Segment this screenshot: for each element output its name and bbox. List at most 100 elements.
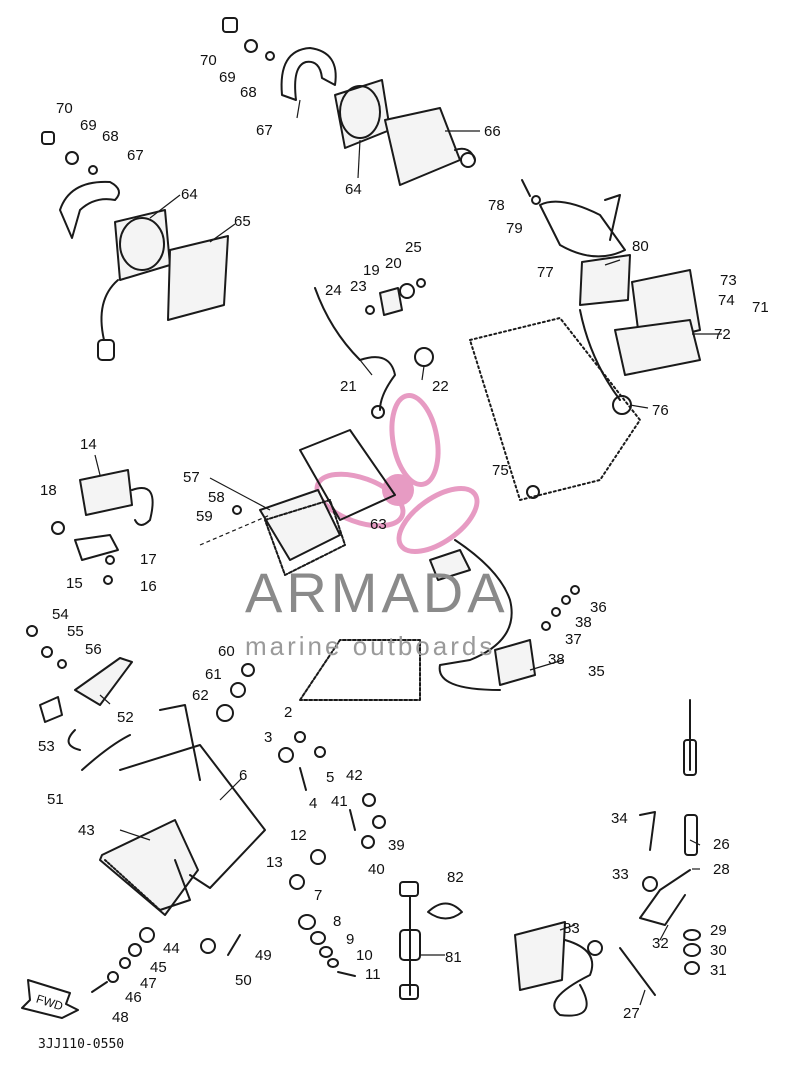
- callout-68: 68: [240, 84, 257, 101]
- callout-56: 56: [85, 641, 102, 658]
- callout-38: 38: [575, 614, 592, 631]
- bolt-12: [289, 849, 326, 890]
- callout-71: 71: [752, 299, 769, 316]
- fwd-direction-marker: FWD: [21, 979, 79, 1019]
- callout-19: 19: [363, 262, 380, 279]
- callout-54: 54: [52, 606, 69, 623]
- harness-right: [299, 539, 580, 701]
- callout-8: 8: [333, 913, 341, 930]
- callout-44: 44: [163, 940, 180, 957]
- leader-lines: [94, 99, 722, 1006]
- washer-stack-60: [216, 663, 255, 722]
- callout-78: 78: [488, 197, 505, 214]
- callout-49: 49: [255, 947, 272, 964]
- callout-74: 74: [718, 292, 735, 309]
- callout-64: 64: [345, 181, 362, 198]
- linkage-right-lower: [619, 699, 701, 996]
- callout-26: 26: [713, 836, 730, 853]
- callout-23: 23: [350, 278, 367, 295]
- callout-3: 3: [264, 729, 272, 746]
- callout-64: 64: [181, 186, 198, 203]
- callout-28: 28: [713, 861, 730, 878]
- control-unit-center: [232, 429, 396, 576]
- callout-69: 69: [219, 69, 236, 86]
- callout-42: 42: [346, 767, 363, 784]
- callout-79: 79: [506, 220, 523, 237]
- propeller-logo-icon: [314, 393, 480, 554]
- callout-38: 38: [548, 651, 565, 668]
- callout-17: 17: [140, 551, 157, 568]
- callout-22: 22: [432, 378, 449, 395]
- callout-18: 18: [40, 482, 57, 499]
- callout-45: 45: [150, 959, 167, 976]
- callout-10: 10: [356, 947, 373, 964]
- callout-48: 48: [112, 1009, 129, 1026]
- callout-37: 37: [565, 631, 582, 648]
- callout-55: 55: [67, 623, 84, 640]
- callout-73: 73: [720, 272, 737, 289]
- callout-41: 41: [331, 793, 348, 810]
- callout-59: 59: [196, 508, 213, 525]
- cover-assembly-top: [222, 17, 476, 186]
- callout-12: 12: [290, 827, 307, 844]
- callout-60: 60: [218, 643, 235, 660]
- callout-51: 51: [47, 791, 64, 808]
- fastener-stack-lower: [91, 927, 241, 993]
- fwd-label: FWD: [34, 992, 65, 1014]
- callout-53: 53: [38, 738, 55, 755]
- callout-31: 31: [710, 962, 727, 979]
- callout-52: 52: [117, 709, 134, 726]
- callout-68: 68: [102, 128, 119, 145]
- callout-65: 65: [234, 213, 251, 230]
- callout-57: 57: [183, 469, 200, 486]
- fuse-holder: [399, 881, 463, 1000]
- callout-4: 4: [309, 795, 317, 812]
- callout-6: 6: [239, 767, 247, 784]
- callout-16: 16: [140, 578, 157, 595]
- callout-13: 13: [266, 854, 283, 871]
- callout-81: 81: [445, 949, 462, 966]
- callout-39: 39: [388, 837, 405, 854]
- callout-30: 30: [710, 942, 727, 959]
- callout-66: 66: [484, 123, 501, 140]
- callout-11: 11: [365, 966, 381, 983]
- washer-stack-7: [298, 914, 356, 977]
- drawing-code: 3JJ110-0550: [38, 1037, 124, 1052]
- callout-32: 32: [652, 935, 669, 952]
- callout-76: 76: [652, 402, 669, 419]
- callout-62: 62: [192, 687, 209, 704]
- callout-70: 70: [56, 100, 73, 117]
- callout-14: 14: [80, 436, 97, 453]
- callout-75: 75: [492, 462, 509, 479]
- fasteners-center: [278, 731, 386, 849]
- callout-21: 21: [340, 378, 357, 395]
- callouts: 70 69 68 67 64 66 70 69 68 67 64 65 78 7…: [38, 52, 769, 1026]
- callout-2: 2: [284, 704, 292, 721]
- callout-67: 67: [256, 122, 273, 139]
- cover-assembly-left: [41, 131, 229, 361]
- callout-5: 5: [326, 769, 334, 786]
- watermark-tagline: marine outboards: [245, 631, 495, 661]
- callout-80: 80: [632, 238, 649, 255]
- callout-34: 34: [611, 810, 628, 827]
- watermark: ARMADA marine outboards: [245, 561, 509, 661]
- rectifier-assembly: [51, 469, 154, 585]
- callout-15: 15: [66, 575, 83, 592]
- callout-35: 35: [588, 663, 605, 680]
- callout-40: 40: [368, 861, 385, 878]
- callout-50: 50: [235, 972, 252, 989]
- callout-7: 7: [314, 887, 322, 904]
- callout-20: 20: [385, 255, 402, 272]
- watermark-brand: ARMADA: [245, 561, 509, 624]
- callout-67: 67: [127, 147, 144, 164]
- callout-63: 63: [370, 516, 387, 533]
- callout-82: 82: [447, 869, 464, 886]
- callout-25: 25: [405, 239, 422, 256]
- callout-43: 43: [78, 822, 95, 839]
- callout-69: 69: [80, 117, 97, 134]
- callout-47: 47: [140, 975, 157, 992]
- callout-27: 27: [623, 1005, 640, 1022]
- harness-center: [314, 278, 434, 419]
- coil-assembly-left: [26, 625, 133, 771]
